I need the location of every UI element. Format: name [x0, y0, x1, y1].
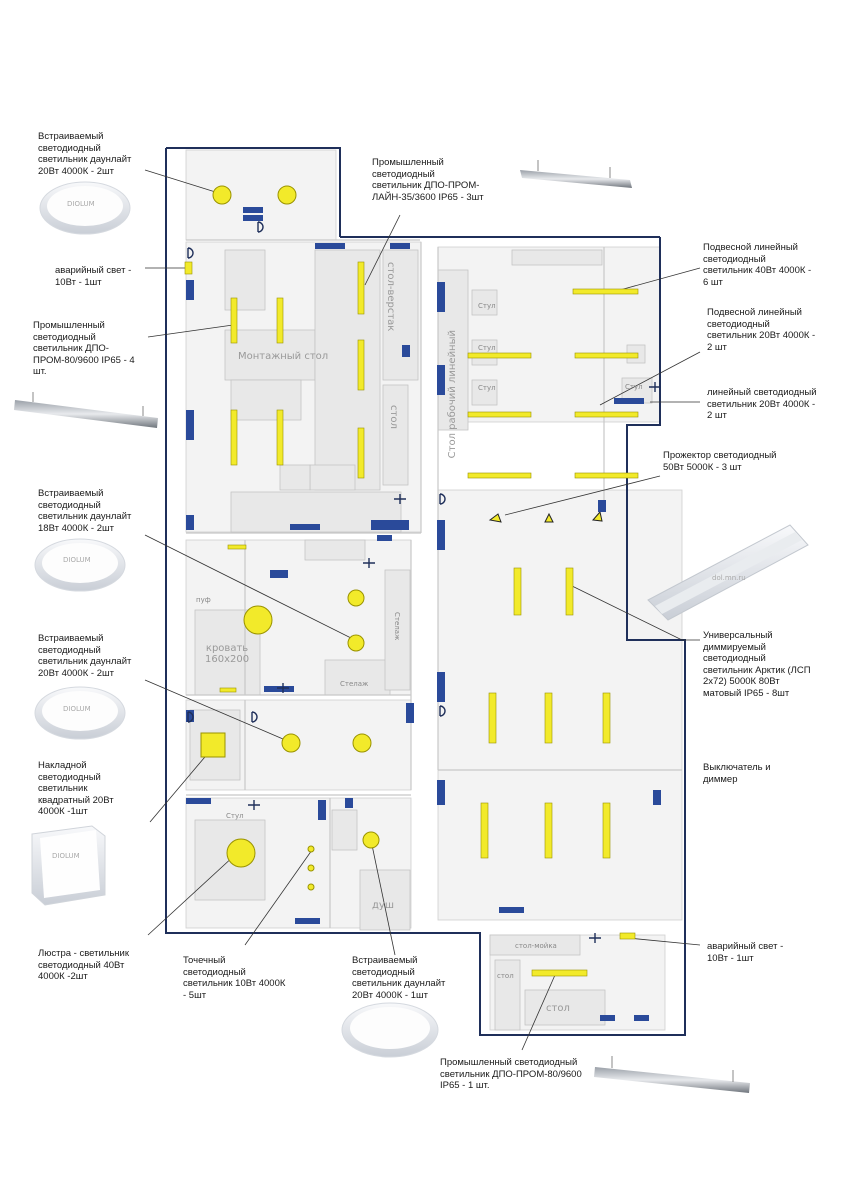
brand-label: DIOLUM [52, 852, 80, 860]
room-label: пуф [196, 596, 211, 604]
room-label: Стул [625, 383, 643, 391]
room-label: Стул [226, 812, 244, 820]
annotation-industrial-line-35: Промышленный светодиодный светильник ДПО… [372, 157, 484, 203]
brand-label: DIOLUM [63, 556, 91, 564]
annotation-pendant-20w: Подвесной линейный светодиодный светильн… [707, 307, 816, 353]
furniture [189, 249, 653, 1031]
brand-label: DIOLUM [63, 705, 91, 713]
annotation-industrial-prom-80-4: Промышленный светодиодный светильник ДПО… [33, 320, 135, 377]
walls [165, 147, 686, 1036]
annotation-switch-dimmer: Выключатель и диммер [703, 762, 771, 785]
annotation-downlight-20w-top: Встраиваемый светодиодный светильник дау… [38, 131, 132, 177]
room-label: стол [546, 1003, 570, 1014]
annotation-emergency-light-bottom: аварийный свет - 10Вт - 1шт [707, 941, 784, 964]
annotation-pendant-40w: Подвесной линейный светодиодный светильн… [703, 242, 812, 288]
annotation-arctic-80w: Универсальный диммируемый светодиодный с… [703, 630, 811, 699]
annotation-emergency-light-top: аварийный свет - 10Вт - 1шт [55, 265, 132, 288]
room-label: Стул [478, 344, 496, 352]
room-label: Стол рабочий линейный [447, 330, 458, 459]
annotation-spot-10w: Точечный светодиодный светильник 10Вт 40… [183, 955, 286, 1001]
sockets [186, 207, 661, 1021]
annotation-chandelier-40w: Люстра - светильник светодиодный 40Вт 40… [38, 948, 129, 982]
room-label: стол-верстак [385, 262, 396, 332]
switch-symbols [187, 221, 661, 943]
room-label: Стелаж [393, 612, 401, 641]
brand-label: dol.mn.ru [712, 574, 746, 582]
room-label: кровать 160х200 [205, 643, 250, 665]
room-label: Стул [478, 384, 496, 392]
annotation-industrial-prom-80-1: Промышленный светодиодный светильник ДПО… [440, 1057, 582, 1091]
room-label: стол [497, 972, 514, 980]
annotation-surface-square-20w: Накладной светодиодный светильник квадра… [38, 760, 114, 817]
spotlights [488, 510, 603, 523]
room-label: стол [388, 405, 399, 429]
annotation-linear-20w: линейный светодиодный светильник 20Вт 40… [707, 387, 817, 421]
room-label: Стул [478, 302, 496, 310]
leader-lines [144, 169, 701, 1051]
round-fixtures [200, 185, 380, 891]
room-label: Стелаж [340, 680, 369, 688]
annotation-downlight-18w: Встраиваемый светодиодный светильник дау… [38, 488, 132, 534]
room-label: Монтажный стол [238, 351, 329, 362]
annotation-downlight-20w-bottom: Встраиваемый светодиодный светильник дау… [352, 955, 446, 1001]
brand-label: DIOLUM [67, 200, 95, 208]
annotation-spotlight-50w: Прожектор светодиодный 50Вт 5000К - 3 шт [663, 450, 777, 473]
annotation-downlight-20w-mid: Встраиваемый светодиодный светильник дау… [38, 633, 132, 679]
linear-fixtures [184, 261, 639, 977]
room-label: стол-мойка [515, 942, 557, 950]
room-label: душ [372, 900, 394, 911]
